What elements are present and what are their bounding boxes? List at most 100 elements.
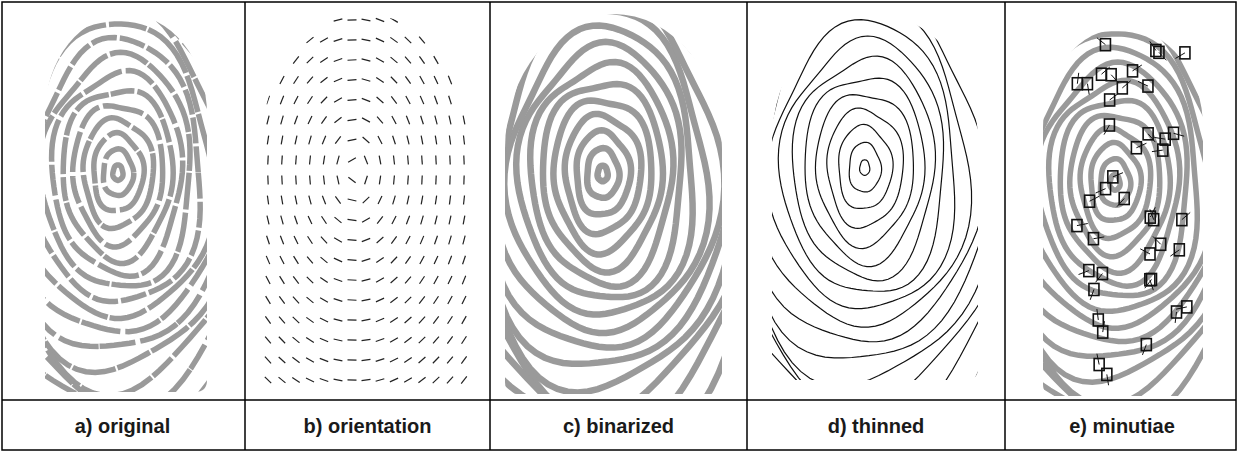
orientation-tick (433, 316, 438, 323)
orientation-tick (448, 296, 452, 304)
orientation-tick (321, 77, 328, 83)
ridge-line (766, 20, 954, 309)
ridge-line (0, 0, 428, 453)
minutiae-markers (1072, 38, 1192, 386)
binarized-fingerprint (290, 0, 944, 453)
minutia-box (1072, 220, 1082, 232)
orientation-tick (405, 37, 411, 43)
orientation-tick (463, 236, 465, 245)
orientation-tick (335, 136, 341, 143)
orientation-tick (376, 338, 384, 341)
orientation-tick (348, 319, 357, 321)
orientation-tick (307, 77, 313, 84)
ridge-line (328, 0, 871, 453)
orientation-tick (435, 116, 437, 125)
orientation-tick (433, 36, 438, 43)
column-rule (1004, 2, 1006, 450)
orientation-tick (267, 176, 269, 185)
orientation-tick (280, 76, 284, 84)
orientation-tick (448, 16, 453, 24)
orientation-tick (295, 196, 297, 205)
orientation-tick (307, 57, 313, 63)
orientation-tick (376, 38, 384, 42)
orientation-tick (348, 299, 357, 301)
orientation-tick (337, 176, 339, 185)
orientation-tick (390, 297, 397, 302)
orientation-tick (393, 176, 395, 185)
caption-row: a) originalb) orientationc) binarizedd) … (0, 402, 1239, 450)
orientation-tick (392, 116, 396, 124)
minutia-box (1101, 183, 1111, 195)
minutia-box (1151, 44, 1161, 56)
orientation-tick (334, 359, 343, 361)
ridge-line (94, 133, 144, 211)
orientation-tick (377, 216, 383, 223)
orientation-tick (320, 18, 328, 22)
ridge-line (778, 36, 943, 291)
ridge-line (1070, 116, 1160, 257)
minutia-direction (1148, 134, 1155, 142)
minutia-box (1169, 127, 1179, 139)
orientation-tick (321, 237, 327, 244)
orientation-tick (348, 139, 357, 141)
minutia-box (1094, 359, 1104, 371)
orientation-tick (421, 196, 423, 205)
orientation-tick (377, 237, 384, 243)
orientation-tick (434, 76, 438, 84)
orientation-tick (421, 116, 424, 125)
ridge-line (0, 0, 264, 412)
ridge-line (1091, 142, 1141, 220)
ridge-pattern (0, 0, 445, 453)
minutia-box (1089, 283, 1099, 295)
orientation-tick (376, 78, 383, 83)
orientation-tick (407, 176, 409, 185)
orientation-tick (334, 98, 342, 102)
minutiae-fingerprint (792, 0, 1239, 453)
ridge-line (815, 95, 913, 249)
orientation-tick (348, 259, 357, 261)
orientation-tick (320, 58, 328, 63)
ridge-line (835, 0, 1239, 453)
ridge-line (564, 0, 1196, 453)
orientation-tick (390, 318, 398, 323)
orientation-tick (293, 17, 300, 23)
orientation-tick (376, 18, 384, 21)
ridge-line (1018, 34, 1213, 328)
minutia-box (1177, 214, 1187, 226)
minutia-box (1143, 80, 1153, 92)
column-rule (746, 2, 748, 450)
ridge-line (367, 0, 843, 453)
orientation-tick (334, 278, 342, 281)
orientation-tick (419, 56, 424, 63)
orientation-tick (265, 357, 271, 364)
orientation-tick (265, 377, 271, 383)
ridge-line (827, 108, 904, 228)
orientation-tick (447, 336, 452, 343)
orientation-tick (266, 296, 271, 304)
orientation-tick (362, 299, 371, 301)
orientation-tick (267, 196, 268, 205)
orientation-grid (265, 16, 467, 383)
ridge-line (971, 0, 1239, 422)
orientation-tick (435, 176, 437, 185)
orientation-tick (321, 97, 327, 103)
orientation-tick (280, 96, 283, 104)
ridge-line (386, 0, 840, 453)
orientation-tick (462, 56, 466, 64)
orientation-tick (322, 216, 327, 223)
ridge-line (0, 0, 334, 453)
orientation-tick (334, 258, 342, 262)
orientation-tick (362, 279, 371, 281)
orientation-tick (292, 357, 299, 362)
orientation-tick (348, 119, 357, 120)
minutia-direction (1117, 199, 1124, 207)
ridge-line (674, 0, 1039, 440)
ridge-line (865, 0, 1239, 453)
minutia-box (1119, 193, 1129, 205)
orientation-tick (362, 339, 371, 340)
orientation-tick (265, 337, 271, 344)
minutia-box (1098, 326, 1108, 338)
ridge-line (530, 62, 673, 287)
